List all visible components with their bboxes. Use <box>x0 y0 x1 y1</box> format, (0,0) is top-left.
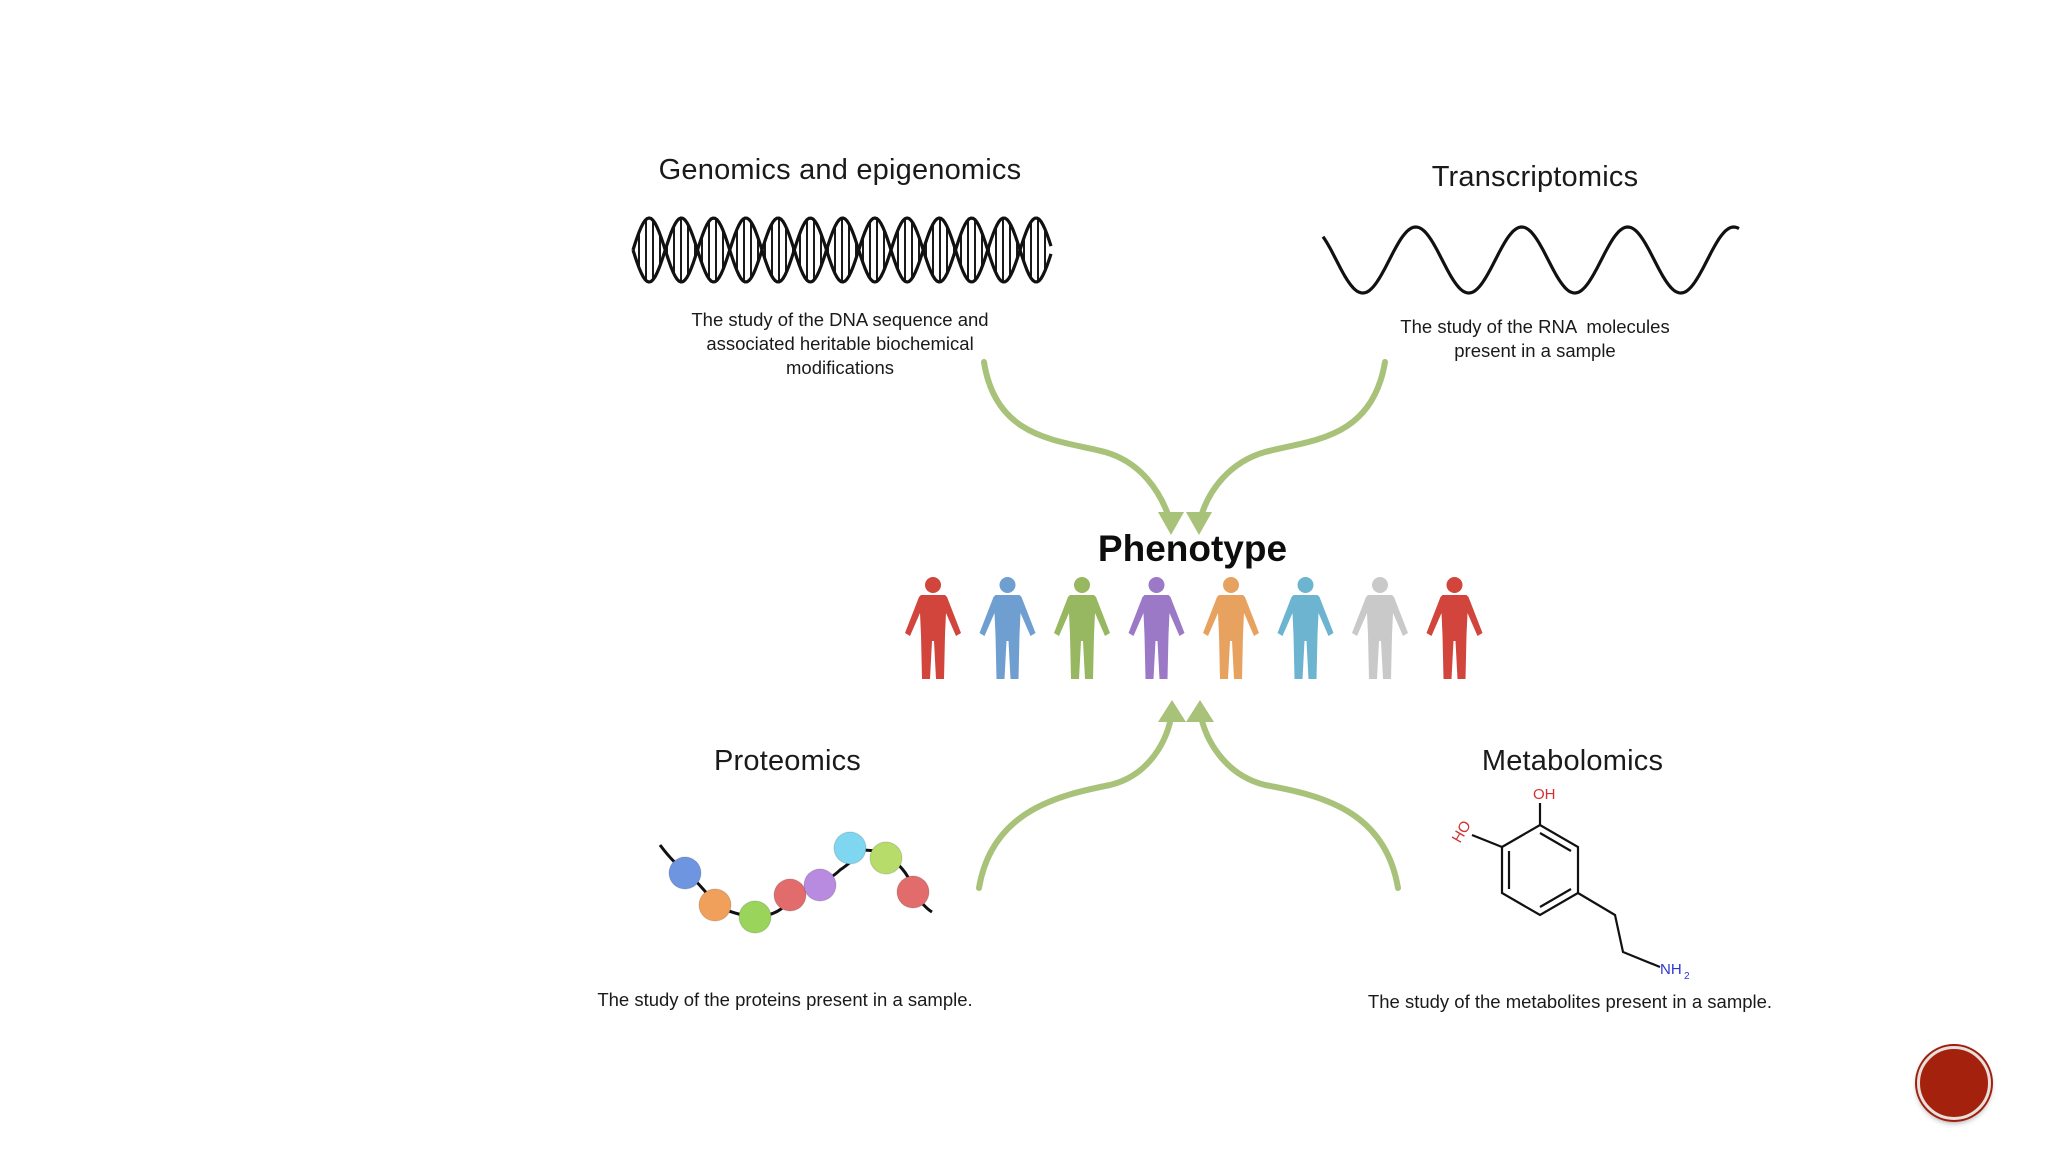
protein-bead <box>738 900 772 934</box>
person-figure-icon <box>1277 577 1334 679</box>
protein-bead <box>668 856 702 890</box>
proteomics-title: Proteomics <box>713 745 862 777</box>
metabolomics-description: The study of the metabolites present in … <box>1320 990 1820 1014</box>
arrowhead-transcriptomics <box>1186 512 1212 535</box>
amine-label: NH <box>1660 961 1682 978</box>
person-figure-icon <box>1128 577 1185 679</box>
hydroxyl-left-label: HO <box>1449 818 1475 846</box>
person-figure-icon <box>979 577 1036 679</box>
genomics-description-line: associated heritable biochemical <box>706 333 974 354</box>
protein-bead <box>833 831 867 865</box>
genomics-description-line: The study of the DNA sequence and <box>691 309 989 330</box>
dna-helix-icon <box>631 216 1053 284</box>
transcriptomics-description-line: present in a sample <box>1454 340 1616 361</box>
protein-bead <box>869 841 903 875</box>
protein-chain-icon <box>658 831 933 934</box>
transcriptomics-title: Transcriptomics <box>1431 161 1639 193</box>
arrow-from-genomics <box>981 359 1173 523</box>
arrowhead-genomics <box>1158 512 1184 535</box>
arrow-from-transcriptomics <box>1197 359 1388 523</box>
protein-bead <box>773 878 807 912</box>
transcriptomics-description: The study of the RNA molecules present i… <box>1340 315 1730 363</box>
transcriptomics-description-line: The study of the RNA molecules <box>1400 316 1670 337</box>
amine-subscript: 2 <box>1684 971 1690 982</box>
genomics-description-line: modifications <box>786 357 894 378</box>
arrow-from-metabolomics <box>1197 709 1401 891</box>
arrowhead-proteomics <box>1158 700 1186 722</box>
phenotype-people-row <box>905 577 1483 679</box>
rna-wave-icon <box>1321 225 1740 295</box>
protein-bead <box>896 875 930 909</box>
metabolomics-title: Metabolomics <box>1481 745 1664 777</box>
phenotype-title: Phenotype <box>1097 528 1288 569</box>
protein-bead <box>698 888 732 922</box>
person-figure-icon <box>905 577 961 679</box>
protein-bead <box>803 868 837 902</box>
genomics-title: Genomics and epigenomics <box>658 154 1022 186</box>
person-figure-icon <box>1203 577 1259 679</box>
metabolomics-description-line: The study of the metabolites present in … <box>1367 991 1773 1012</box>
person-figure-icon <box>1054 577 1110 679</box>
proteomics-description: The study of the proteins present in a s… <box>560 988 1010 1012</box>
hydroxyl-top-label: OH <box>1533 786 1556 803</box>
person-figure-icon <box>1352 577 1408 679</box>
person-figure-icon <box>1426 577 1483 679</box>
metabolite-molecule-icon: OH HO NH 2 <box>1449 786 1690 982</box>
arrow-from-proteomics <box>976 709 1175 891</box>
genomics-description: The study of the DNA sequence and associ… <box>640 308 1040 380</box>
arrowhead-metabolomics <box>1186 700 1214 722</box>
slide-badge-icon <box>1917 1046 1991 1120</box>
proteomics-description-line: The study of the proteins present in a s… <box>597 989 973 1010</box>
